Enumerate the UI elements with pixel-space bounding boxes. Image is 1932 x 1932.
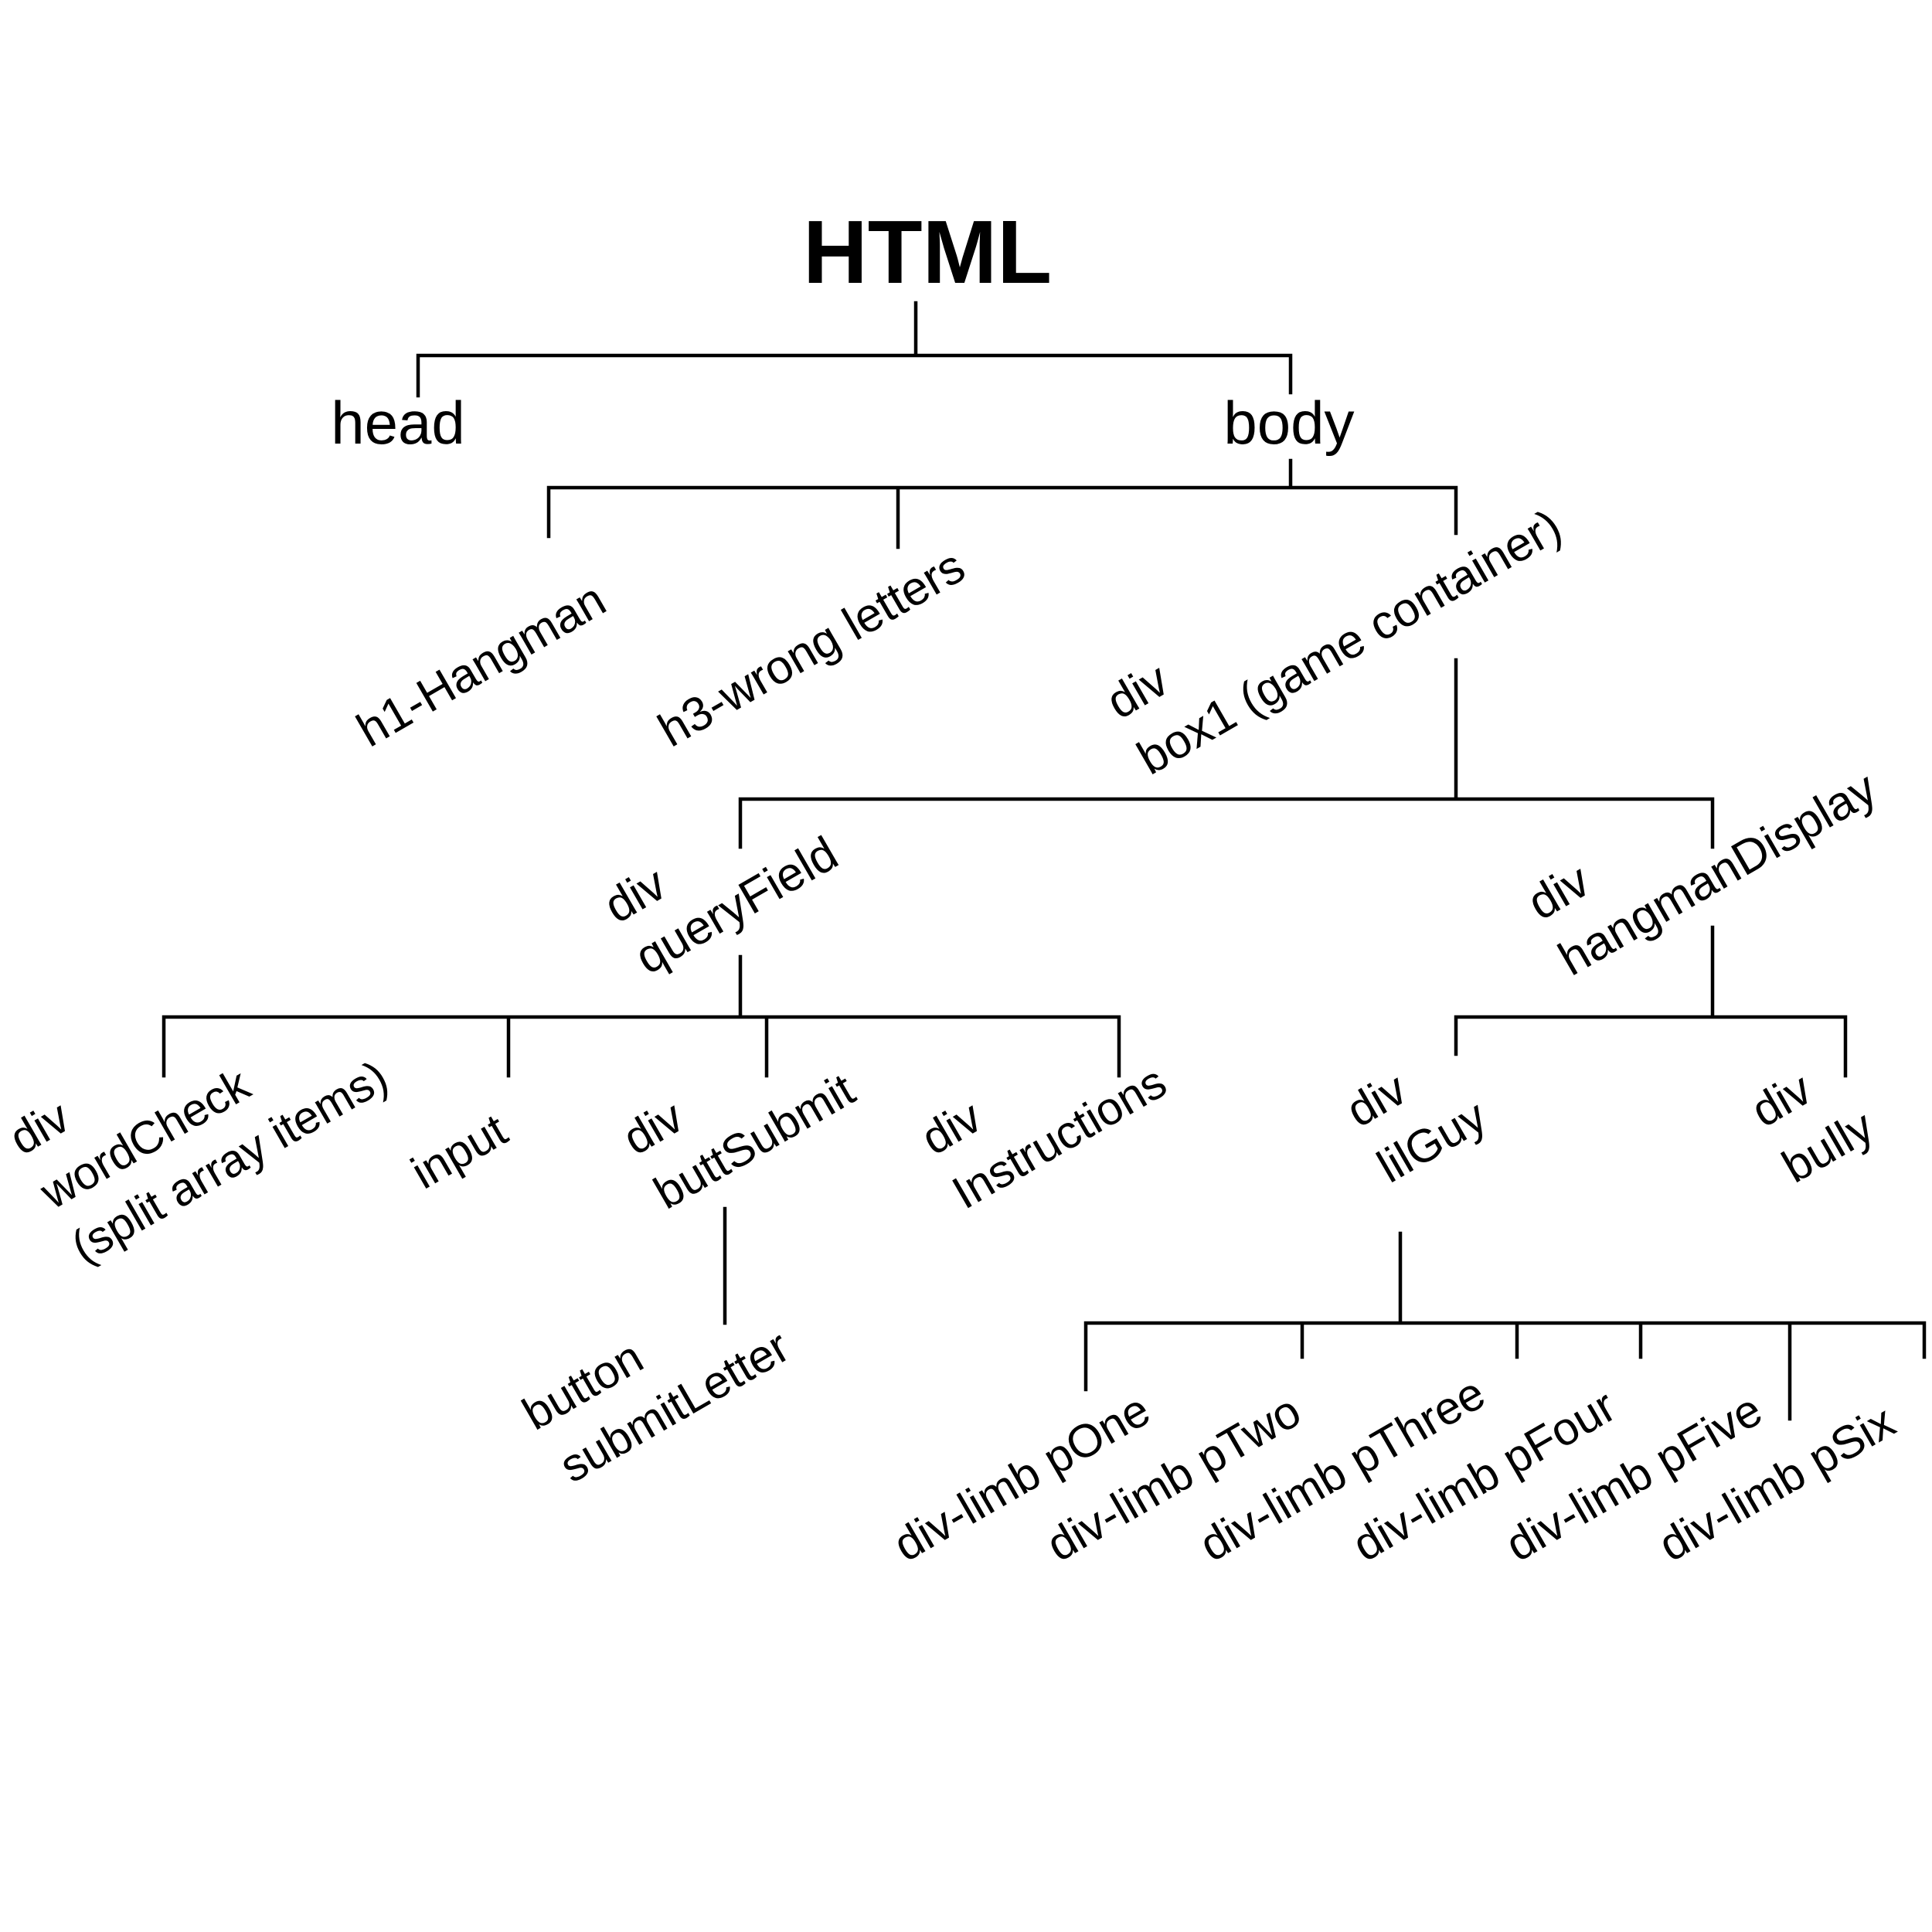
connector-html [416,301,1293,398]
connector-hangmandisplay [1454,925,1848,1078]
node-head: head [331,389,465,457]
node-submitletter: button submitLetter [514,1320,798,1492]
node-queryfield: div queryField [596,827,847,985]
connector-lilguy [1083,1231,1927,1421]
connector-lines [162,301,1927,1421]
node-box1-name: box1 (game container) [1129,499,1571,785]
node-buttsubmit: div buttSubmit [614,1063,863,1219]
node-hangmandisplay: div hangmanDisplay [1519,761,1886,986]
node-body: body [1223,389,1354,457]
node-lilguy: div lilGuy [1338,1063,1495,1192]
node-lilguy-tag: div [1338,1063,1415,1137]
node-limb-ptwo: div-limb pTwo [1038,1385,1309,1571]
root-node-html: HTML [803,202,1052,302]
node-bully: div bully [1743,1063,1882,1192]
connector-box1 [738,658,1715,849]
node-instructions: div Instructions [913,1056,1175,1219]
node-h3-wrong-letters: h3-wrong letters [650,539,974,757]
connector-queryfield [162,954,1121,1078]
node-limb-pfive: div-limb pFive [1497,1383,1770,1571]
node-bully-tag: div [1743,1063,1820,1137]
node-wordcheck: div wordCheck (split array items) [1,1050,396,1273]
connector-body [546,458,1458,549]
node-input: input [403,1104,515,1199]
node-limb-pone: div-limb pOne [885,1383,1158,1571]
node-hangmandisplay-name: hangmanDisplay [1550,761,1886,986]
node-h1-hangman: h1-Hangman [349,573,615,757]
limb-nodes: div-limb pOne div-limb pTwo div-limb pTh… [885,1367,1903,1572]
node-box1: div box1 (game container) [1098,499,1571,785]
